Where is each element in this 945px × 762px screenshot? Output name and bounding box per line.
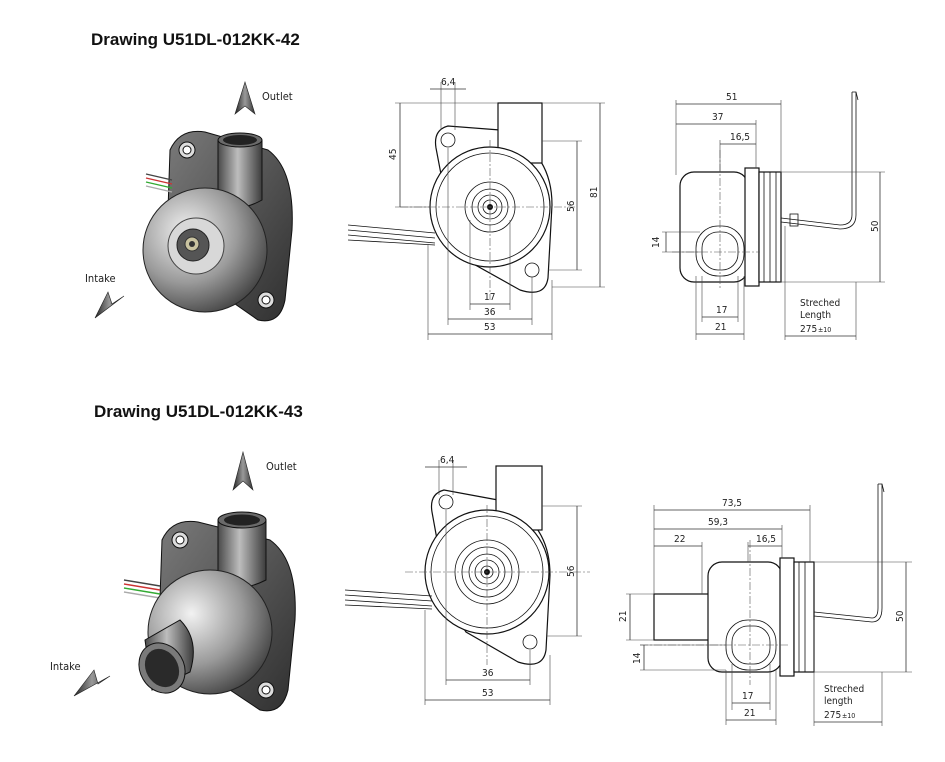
outlet-label: Outlet — [266, 460, 297, 473]
dim-label: 51 — [726, 92, 737, 103]
dim-label: 36 — [482, 668, 494, 679]
dim-label: 56 — [566, 565, 577, 577]
dim-label: 17 — [484, 292, 495, 303]
stretched-length-note: Streched — [800, 298, 840, 309]
intake-label: Intake — [85, 272, 116, 285]
outlet-arrow-icon — [232, 450, 254, 491]
dim-label: 81 — [589, 187, 600, 198]
dim-label: 6,4 — [440, 455, 455, 466]
dim-label: 56 — [566, 200, 577, 212]
dim-label: 6,4 — [441, 77, 456, 88]
dim-label: 21 — [618, 611, 629, 622]
dim-label: 37 — [712, 112, 723, 123]
side-view-1: 51 37 16,5 14 50 17 21 Streched Length 2… — [651, 91, 885, 340]
drawing-title-2: Drawing U51DL-012KK-43 — [94, 402, 303, 421]
dim-label: 16,5 — [756, 534, 776, 545]
intake-arrow-icon — [73, 669, 111, 697]
dim-label: 16,5 — [730, 132, 750, 143]
dim-label: 50 — [895, 610, 906, 622]
stretched-length-tolerance: ±10 — [842, 712, 855, 720]
iso-view-2: Outlet Intake — [50, 450, 297, 712]
stretched-length-note: Length — [800, 310, 831, 321]
dim-label: 50 — [870, 220, 881, 232]
dim-label: 17 — [716, 305, 727, 316]
dim-label: 45 — [388, 149, 399, 160]
dim-label: 53 — [482, 688, 493, 699]
dim-label: 53 — [484, 322, 495, 333]
dim-label: 17 — [742, 691, 753, 702]
dim-label: 14 — [651, 236, 662, 248]
iso-view-1: Outlet Intake — [85, 80, 293, 322]
outlet-arrow-icon — [234, 80, 256, 115]
stretched-length-value: 275 — [800, 324, 817, 335]
dim-label: 21 — [744, 708, 755, 719]
drawing-title-1: Drawing U51DL-012KK-42 — [91, 30, 300, 49]
dim-label: 14 — [632, 652, 643, 664]
stretched-length-value: 275 — [824, 710, 841, 721]
outlet-label: Outlet — [262, 90, 293, 103]
side-view-2: 73,5 59,3 22 16,5 21 14 50 17 21 Streche… — [618, 483, 912, 726]
dim-label: 73,5 — [722, 498, 742, 509]
dim-label: 36 — [484, 307, 496, 318]
stretched-length-note: Streched — [824, 684, 864, 695]
stretched-length-note: length — [824, 696, 853, 707]
intake-label: Intake — [50, 660, 81, 673]
dim-label: 22 — [674, 534, 685, 545]
dim-label: 59,3 — [708, 517, 728, 528]
stretched-length-tolerance: ±10 — [818, 326, 831, 334]
intake-arrow-icon — [94, 291, 125, 319]
front-view-2: 6,4 56 36 53 — [344, 455, 590, 705]
dim-label: 21 — [715, 322, 726, 333]
front-view-1: 6,4 45 56 81 17 36 53 — [347, 77, 605, 340]
